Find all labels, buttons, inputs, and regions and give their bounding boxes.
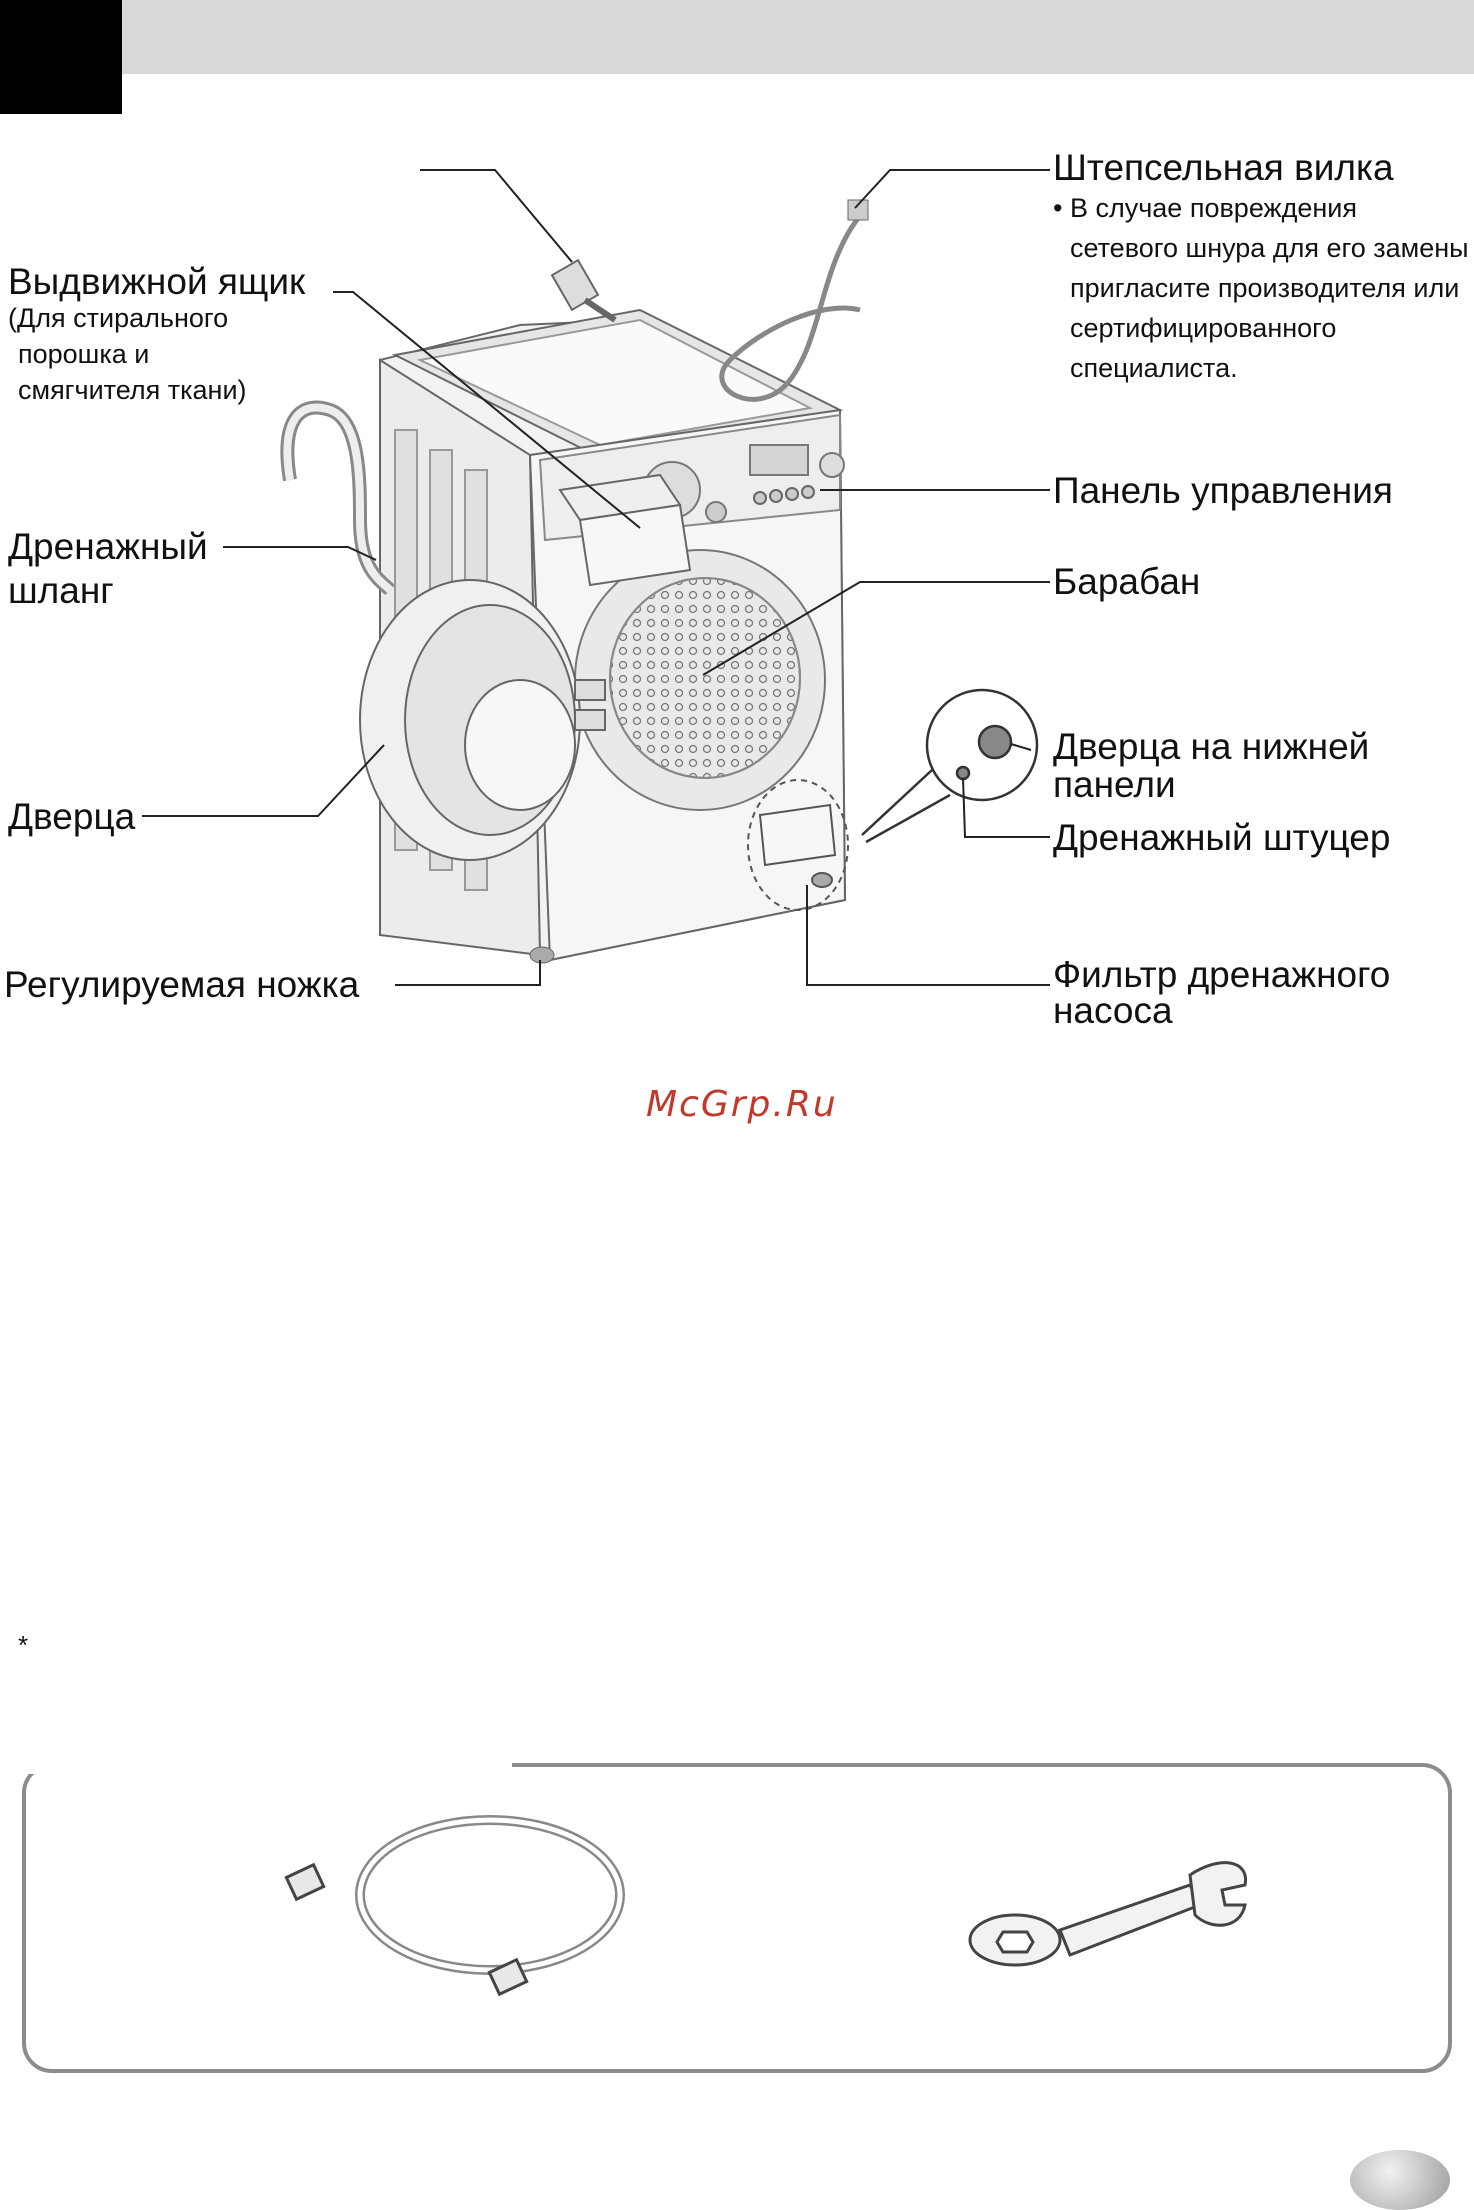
drain-hose bbox=[280, 400, 395, 596]
accessories-box bbox=[22, 1763, 1452, 2073]
lower-panel-door-label-line-1: Дверца на нижней bbox=[1053, 726, 1370, 767]
wrench-accessory bbox=[968, 1861, 1247, 1967]
drawer-title: Выдвижной ящик bbox=[8, 261, 306, 302]
drum-label: Барабан bbox=[1053, 561, 1201, 602]
lower-panel-door-label-line-2: панели bbox=[1053, 764, 1176, 805]
header-gray-bar bbox=[122, 0, 1474, 74]
leader-lines bbox=[142, 169, 1050, 986]
plug-icon bbox=[847, 199, 869, 221]
plug-note-line-3: пригласите производителя или bbox=[1070, 273, 1460, 303]
adjustable-leg-label: Регулируемая ножка bbox=[4, 964, 360, 1005]
detergent-drawer bbox=[558, 473, 692, 587]
door-label: Дверца bbox=[8, 796, 136, 837]
drain-nipple-label: Дренажный штуцер bbox=[1053, 817, 1391, 858]
power-cord bbox=[719, 213, 863, 402]
accessories-title-area bbox=[22, 1752, 512, 1774]
lower-panel-magnifier bbox=[861, 688, 1039, 844]
plug-note-line-4: сертифицированного bbox=[1070, 313, 1337, 343]
plug-title: Штепсельная вилка bbox=[1053, 147, 1394, 188]
drain-hose-label-line-1: Дренажный bbox=[8, 526, 208, 567]
filter-label-line-2: насоса bbox=[1053, 990, 1173, 1031]
adjustable-leg-icon bbox=[529, 946, 555, 964]
inlet-hose-accessory bbox=[284, 1815, 625, 1997]
plug-note-line-5: специалиста. bbox=[1070, 353, 1238, 383]
footnote-mark: * bbox=[18, 1630, 29, 1660]
plug-note-line-1: • В случае повреждения bbox=[1053, 193, 1357, 223]
drawer-note-line-3: смягчителя ткани) bbox=[18, 375, 247, 405]
inlet-connector bbox=[550, 258, 617, 323]
filter-cover bbox=[747, 779, 849, 911]
page-number-oval bbox=[1350, 2150, 1450, 2210]
header-black-block bbox=[0, 0, 122, 114]
watermark: McGrp.Ru bbox=[646, 1084, 838, 1125]
drawer-note-line-1: (Для стирального bbox=[8, 303, 229, 333]
plug-note-line-2: сетевого шнура для его замены bbox=[1070, 233, 1469, 263]
drum bbox=[574, 549, 826, 811]
filter-label-line-1: Фильтр дренажного bbox=[1053, 954, 1391, 995]
open-door bbox=[359, 579, 606, 861]
drain-hose-label-line-2: шланг bbox=[8, 570, 114, 611]
drawer-note-line-2: порошка и bbox=[18, 339, 150, 369]
control-panel-label: Панель управления bbox=[1053, 470, 1393, 511]
